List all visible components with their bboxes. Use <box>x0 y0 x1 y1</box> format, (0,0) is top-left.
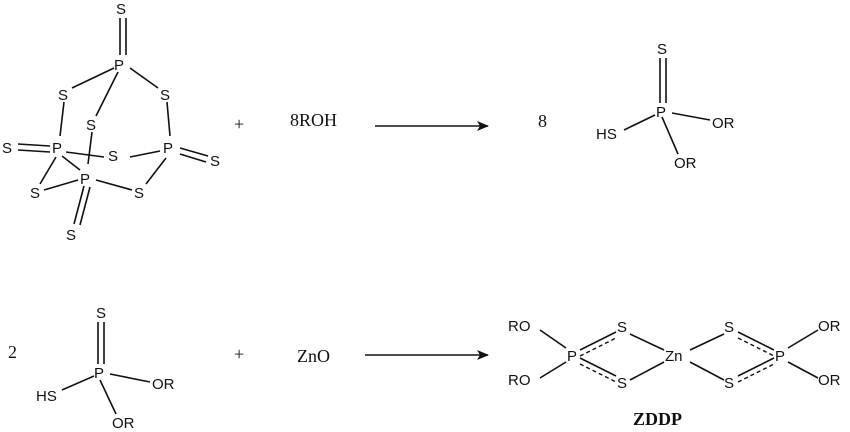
atom-ro-1: RO <box>508 318 531 335</box>
atom-p-right: P <box>775 348 785 365</box>
atom-p-left: P <box>52 140 62 157</box>
plus-sign-1: + <box>234 114 244 134</box>
dithiophosphoric-acid-reactant: S P HS OR OR <box>36 305 175 432</box>
reactant-coefficient-2: 2 <box>8 342 17 362</box>
atom-s-upper-left: S <box>58 87 68 104</box>
plus-sign-2: + <box>234 344 244 364</box>
atom-or-2: OR <box>674 155 697 172</box>
atom-or-2: OR <box>112 415 135 432</box>
atom-or-1: OR <box>818 318 841 335</box>
atom-s-middle: S <box>86 117 96 134</box>
atom-p-bottom: P <box>80 171 90 188</box>
atom-p-left: P <box>567 348 577 365</box>
atom-s-left-exo: S <box>2 140 12 157</box>
atom-sh: HS <box>596 126 617 143</box>
atom-s-4: S <box>724 375 734 392</box>
atom-s-center: S <box>108 148 118 165</box>
atom-zn: Zn <box>665 348 683 365</box>
atom-s-bottom: S <box>66 227 76 244</box>
atom-or-1: OR <box>152 376 175 393</box>
atom-ro-2: RO <box>508 372 531 389</box>
atom-p: P <box>656 104 666 121</box>
atom-s-top: S <box>116 1 126 18</box>
atom-or-1: OR <box>712 115 735 132</box>
atom-sh: HS <box>36 388 57 405</box>
atom-or-2: OR <box>818 372 841 389</box>
p4s10-molecule: S P S S S S P S P S S P S S <box>2 1 220 244</box>
atom-s-lower-left: S <box>30 185 40 202</box>
atom-s-lower-right: S <box>134 185 144 202</box>
zddp-molecule: RO RO P S S Zn S S P OR OR <box>508 318 841 392</box>
atom-p: P <box>94 365 104 382</box>
reagent-rohx8: 8ROH <box>290 110 337 130</box>
dithiophosphoric-acid-product: S P HS OR OR <box>596 41 735 172</box>
atom-s-3: S <box>724 319 734 336</box>
atom-s-right-exo: S <box>210 153 220 170</box>
atom-s-2: S <box>617 375 627 392</box>
atom-s-1: S <box>617 319 627 336</box>
reagent-zno: ZnO <box>297 346 330 366</box>
product-coefficient-8: 8 <box>538 111 547 131</box>
atom-p-right: P <box>163 140 173 157</box>
atom-p-top: P <box>114 57 124 74</box>
product-name-zddp: ZDDP <box>633 409 682 429</box>
atom-s: S <box>96 305 106 322</box>
atom-s: S <box>657 41 667 58</box>
atom-s-upper-right: S <box>160 87 170 104</box>
